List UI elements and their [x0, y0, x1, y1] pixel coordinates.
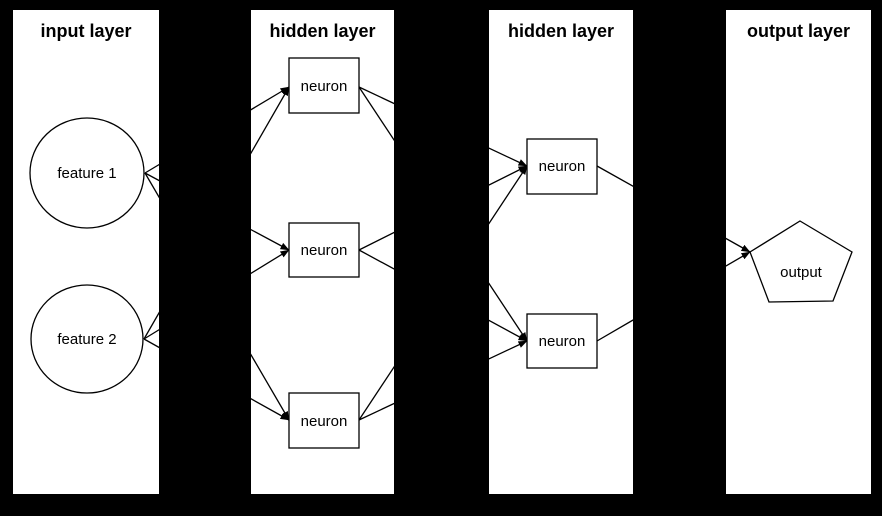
node-output: output [749, 220, 853, 303]
node-feature-2: feature 2 [30, 284, 144, 394]
node-h1-neuron-2: neuron [288, 222, 360, 278]
feature-2-label: feature 2 [57, 331, 116, 348]
node-h2-neuron-2: neuron [526, 313, 598, 369]
h2-neuron-1-label: neuron [539, 158, 586, 175]
input-layer-title: input layer [40, 21, 131, 41]
h2-neuron-2-label: neuron [539, 333, 586, 350]
panel-hidden-layer-2 [489, 10, 633, 494]
h1-neuron-2-label: neuron [301, 242, 348, 259]
gap-mask-2 [394, 0, 489, 516]
feature-1-circle [29, 117, 145, 229]
gap-mask-3 [633, 0, 726, 516]
node-h1-neuron-3: neuron [288, 392, 360, 449]
feature-2-circle [30, 284, 144, 394]
node-h2-neuron-1: neuron [526, 138, 598, 195]
hidden-layer-2-title: hidden layer [508, 21, 614, 41]
output-layer-title: output layer [747, 21, 850, 41]
output-label: output [780, 264, 823, 281]
node-h1-neuron-1: neuron [288, 57, 360, 114]
h1-neuron-1-label: neuron [301, 78, 348, 95]
h1-neuron-2-box [288, 222, 360, 278]
h2-neuron-1-box [526, 138, 598, 195]
gap-mask-1 [159, 0, 251, 516]
output-pentagon [749, 220, 853, 303]
node-feature-1: feature 1 [29, 117, 145, 229]
h1-neuron-1-box [288, 57, 360, 114]
h2-neuron-2-box [526, 313, 598, 369]
h1-neuron-3-label: neuron [301, 413, 348, 430]
panel-input-layer [13, 10, 159, 494]
feature-1-label: feature 1 [57, 165, 116, 182]
hidden-layer-1-title: hidden layer [269, 21, 375, 41]
h1-neuron-3-box [288, 392, 360, 449]
